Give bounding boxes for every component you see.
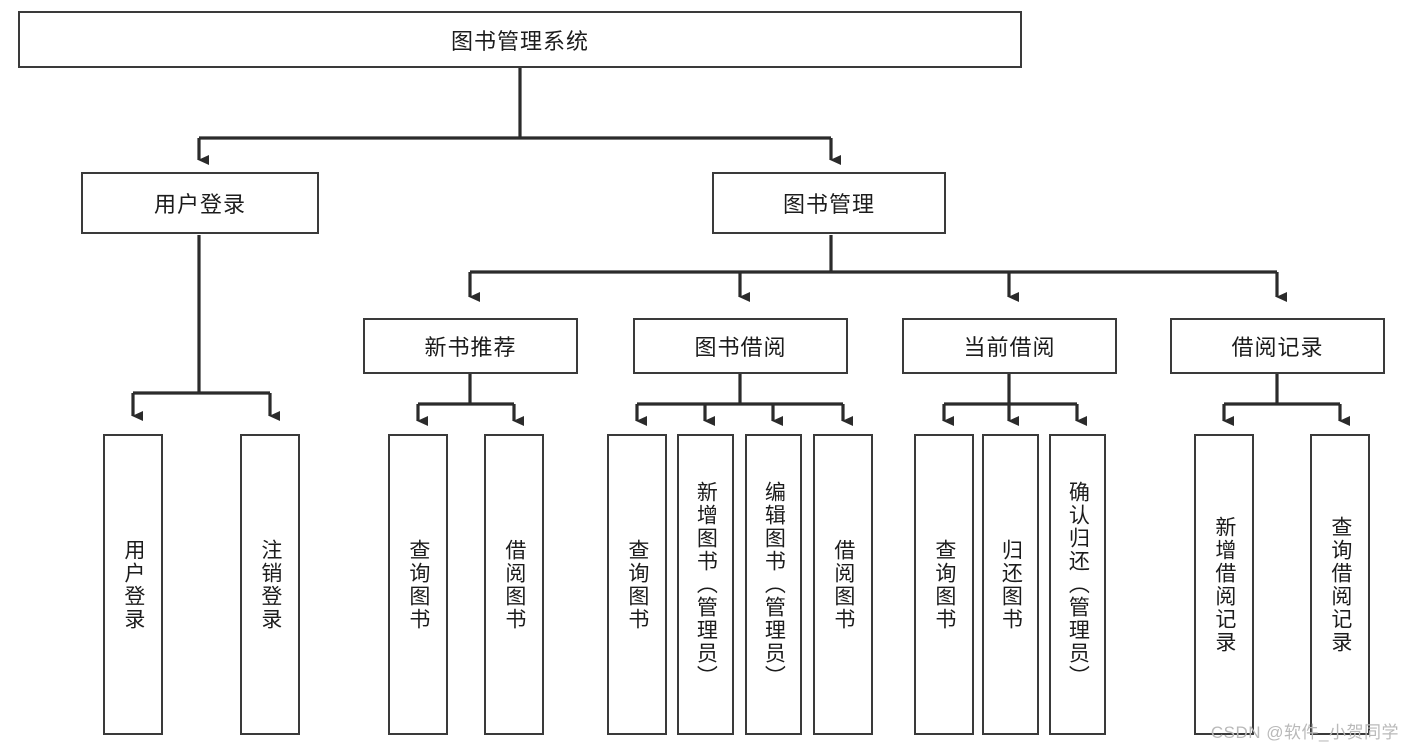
node-book-management[interactable]: 图书管理 [712,172,946,234]
watermark-text: CSDN @软件_小贺同学 [1210,723,1399,742]
leaf-book-borrow-borrow-book[interactable]: 借阅图书 [813,434,873,735]
leaf-borrow-record-add-record[interactable]: 新增借阅记录 [1194,434,1254,735]
leaf-current-borrow-query-book[interactable]: 查询图书 [914,434,974,735]
leaf-book-borrow-query-book[interactable]: 查询图书 [607,434,667,735]
node-label: 图书管理 [782,192,875,217]
node-new-book-recommend[interactable]: 新书推荐 [363,318,578,374]
node-label: 借阅记录 [1231,335,1324,360]
node-label: 查询图书 [932,538,956,631]
node-label: 图书管理系统 [450,28,589,54]
node-label: 查询图书 [625,538,649,631]
node-label: 用户登录 [121,538,145,631]
node-label: 借阅图书 [502,538,526,631]
leaf-current-borrow-return-book[interactable]: 归还图书 [982,434,1039,735]
leaf-user-login-signin[interactable]: 用户登录 [103,434,163,735]
node-label: 借阅图书 [831,538,855,631]
node-root-book-management-system[interactable]: 图书管理系统 [18,11,1022,68]
node-label: 新书推荐 [424,335,517,360]
node-label: 确认归还（管理员） [1066,481,1090,688]
node-current-borrow[interactable]: 当前借阅 [902,318,1117,374]
node-label: 编辑图书（管理员） [762,481,786,688]
node-borrow-record[interactable]: 借阅记录 [1170,318,1385,374]
node-label: 当前借阅 [963,335,1056,360]
node-book-borrow[interactable]: 图书借阅 [633,318,848,374]
leaf-book-borrow-add-book-admin[interactable]: 新增图书（管理员） [677,434,734,735]
node-user-login[interactable]: 用户登录 [81,172,319,234]
node-label: 查询借阅记录 [1328,515,1352,654]
node-label: 用户登录 [153,192,246,217]
leaf-book-borrow-edit-book-admin[interactable]: 编辑图书（管理员） [745,434,802,735]
node-label: 新增借阅记录 [1212,515,1236,654]
node-label: 注销登录 [258,538,282,631]
leaf-current-borrow-confirm-return-admin[interactable]: 确认归还（管理员） [1049,434,1106,735]
leaf-new-book-borrow-book[interactable]: 借阅图书 [484,434,544,735]
leaf-new-book-query-book[interactable]: 查询图书 [388,434,448,735]
node-label: 归还图书 [999,538,1023,631]
node-label: 查询图书 [406,538,430,631]
leaf-borrow-record-query-record[interactable]: 查询借阅记录 [1310,434,1370,735]
node-label: 图书借阅 [694,335,787,360]
node-label: 新增图书（管理员） [694,481,718,688]
leaf-user-login-signout[interactable]: 注销登录 [240,434,300,735]
